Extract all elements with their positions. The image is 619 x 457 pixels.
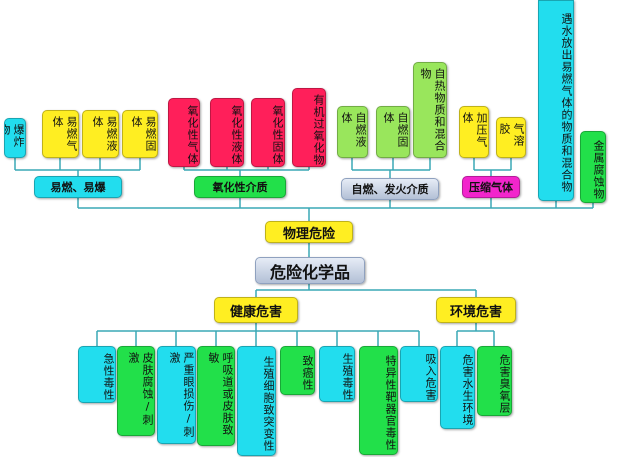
item-pyrophoric-solid: 自燃固体	[376, 106, 410, 158]
item-flammable-liquid: 易燃液体	[82, 110, 119, 158]
category-environmental-hazard: 环境危害	[436, 297, 516, 323]
item-aerosols: 气溶胶	[496, 117, 526, 158]
health-item-sensitization: 呼吸道或皮肤致敏	[197, 346, 235, 446]
group-self-heating: 自燃、发火介质	[341, 178, 439, 200]
health-item-acute-toxicity: 急性毒性	[78, 346, 116, 403]
health-item-aspiration-hazard: 吸入危害	[400, 346, 438, 402]
health-item-skin-corrosion: 皮肤腐蚀/刺激	[117, 346, 155, 436]
health-items-line	[96, 323, 420, 346]
item-explosives: 爆炸物	[4, 118, 26, 158]
item-oxidizing-solid: 氧化性固体	[251, 98, 285, 167]
item-oxidizing-gas: 氧化性气体	[168, 98, 200, 167]
item-self-heating: 自热物质和混合物	[413, 62, 447, 158]
item-flammable-solid: 易燃固体	[122, 110, 158, 158]
item-flammable-gas: 易燃气体	[42, 110, 79, 158]
health-env-bus-line	[255, 284, 477, 297]
oxidizing-branch-line	[183, 167, 310, 176]
root-hazardous-chemicals: 危险化学品	[255, 257, 365, 284]
env-item-ozone: 危害臭氧层	[477, 346, 512, 416]
item-organic-peroxide: 有机过氧化物	[292, 88, 326, 167]
physical-branch-line	[14, 158, 141, 176]
item-pyrophoric-liquid: 自燃液体	[337, 106, 368, 158]
health-item-germ-cell-mutagenicity: 生殖细胞致突变性	[237, 346, 276, 456]
group-compressed-gas: 压缩气体	[462, 176, 520, 198]
item-gases-under-pressure: 加压气体	[459, 106, 489, 158]
item-corrosive-to-metals: 金属腐蚀物	[580, 131, 606, 203]
category-health-hazard: 健康危害	[214, 297, 298, 323]
physical-bus-line	[77, 198, 594, 221]
health-item-eye-damage: 严重眼损伤/刺激	[157, 346, 196, 444]
pressure-branch-line	[473, 158, 512, 176]
group-oxidizing: 氧化性介质	[194, 176, 286, 198]
category-physical-hazard: 物理危险	[265, 221, 353, 243]
env-items-line	[456, 323, 495, 346]
group-flammable-explosive: 易燃、易爆	[34, 176, 122, 198]
health-item-target-organ-toxicity: 特异性靶器官毒性	[359, 346, 398, 455]
health-item-carcinogenicity: 致癌性	[280, 346, 315, 395]
item-oxidizing-liquid: 氧化性液体	[210, 98, 244, 167]
env-item-aquatic: 危害水生环境	[440, 346, 475, 429]
health-item-reproductive-toxicity: 生殖毒性	[319, 346, 355, 402]
item-water-reactive: 遇水放出易燃气体的物质和混合物	[538, 0, 574, 201]
selfheating-branch-line	[351, 158, 431, 178]
